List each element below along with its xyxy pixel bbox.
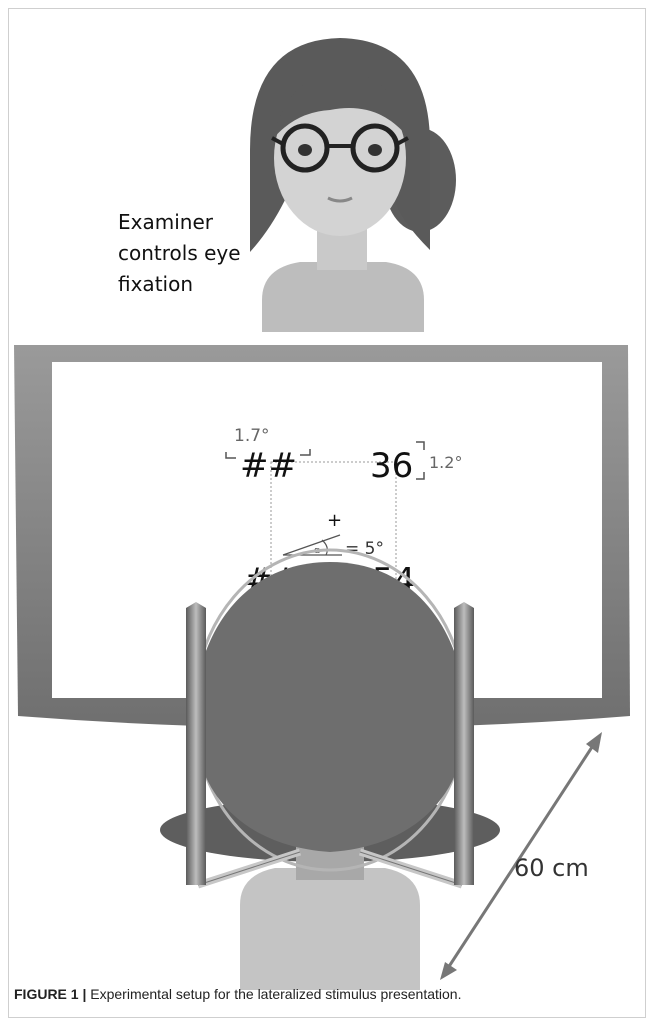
examiner-label-line-3: fixation (118, 272, 193, 296)
stimulus-top-right: 36 (370, 446, 413, 486)
height-angle-label: 1.7° (234, 426, 270, 446)
distance-label: 60 cm (514, 854, 589, 882)
width-angle-label: 1.2° (429, 453, 462, 472)
stimulus-guide-box (270, 461, 397, 591)
stimulus-top-left: ## (240, 446, 297, 486)
figure-frame (8, 8, 646, 1018)
chin-rest (186, 602, 474, 889)
distance-arrow (440, 732, 602, 980)
figure-caption-text: Experimental setup for the lateralized s… (86, 986, 462, 1002)
examiner-label-line-1: Examiner (118, 210, 214, 234)
fixation-cross: + (327, 510, 342, 531)
examiner-label-line-2: controls eye (118, 241, 241, 265)
participant-figure (192, 548, 468, 990)
figure-caption: FIGURE 1 | Experimental setup for the la… (14, 986, 644, 1002)
examiner-figure (250, 38, 456, 332)
figure-caption-label: FIGURE 1 | (14, 986, 87, 1002)
